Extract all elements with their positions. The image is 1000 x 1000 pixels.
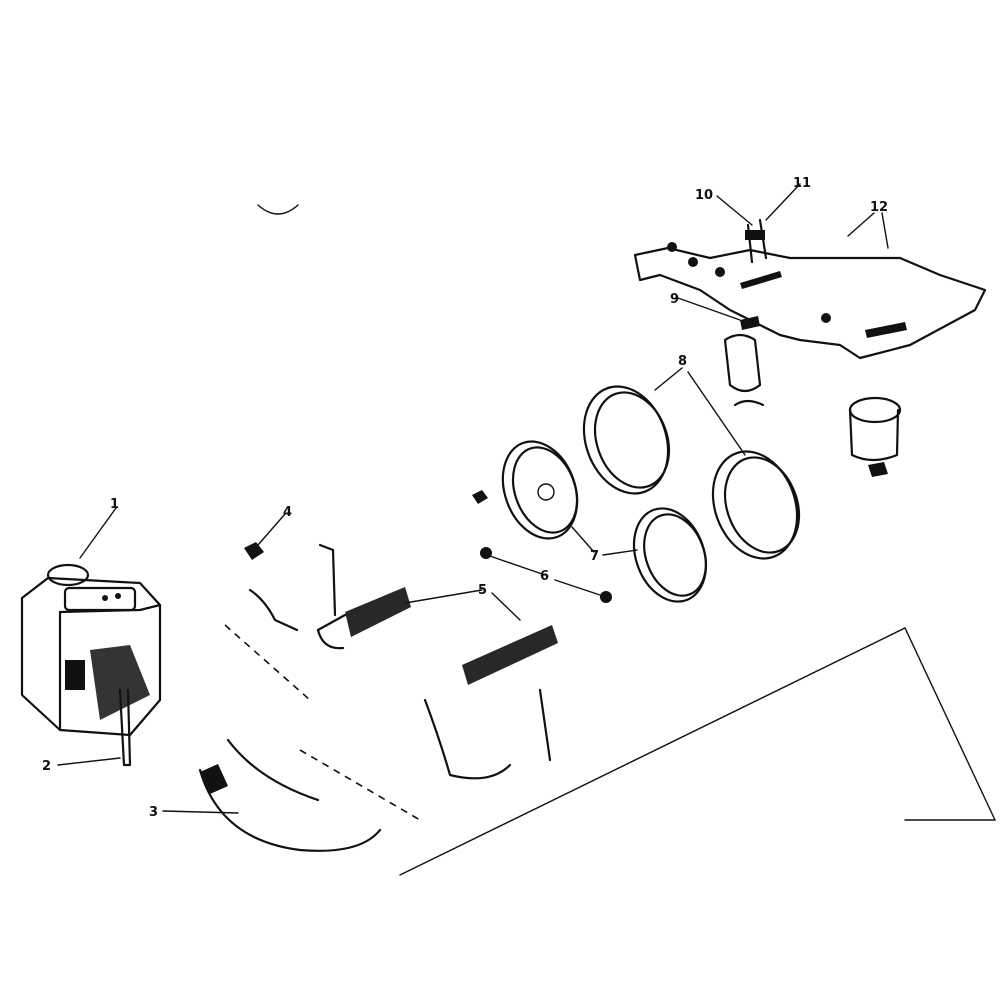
callout-11: 11 [793, 176, 811, 191]
callout-12: 12 [870, 200, 888, 215]
lever-part [745, 218, 768, 264]
caster-wheel-part [848, 396, 902, 477]
height-adjuster-part [723, 316, 765, 407]
bolt-part [244, 542, 264, 560]
spring-upper-part [316, 587, 411, 650]
callout-2: 2 [42, 759, 51, 774]
wheel-rear-left [501, 440, 579, 540]
bracket-right [423, 688, 552, 780]
bracket-left [248, 543, 337, 632]
callout-8: 8 [678, 354, 687, 369]
engine-part [20, 563, 162, 737]
wheel-rear-right [582, 385, 671, 495]
callout-10: 10 [695, 188, 713, 203]
callout-5: 5 [478, 583, 487, 598]
shaft-part [118, 688, 132, 767]
callout-3: 3 [149, 805, 158, 820]
callout-4: 4 [283, 505, 292, 520]
callout-7: 7 [590, 549, 599, 564]
leader-lines [57, 183, 889, 814]
spring-lower-part [462, 625, 558, 685]
handle-plate-part [633, 242, 987, 360]
callout-1: 1 [110, 497, 119, 512]
wheel-front-left [632, 507, 708, 603]
deck-outline [224, 204, 996, 876]
callout-6: 6 [540, 569, 549, 584]
wheel-front-right [711, 450, 801, 560]
nut-part [472, 490, 612, 603]
callout-9: 9 [670, 292, 679, 307]
muffler-pipe-part [198, 738, 382, 852]
